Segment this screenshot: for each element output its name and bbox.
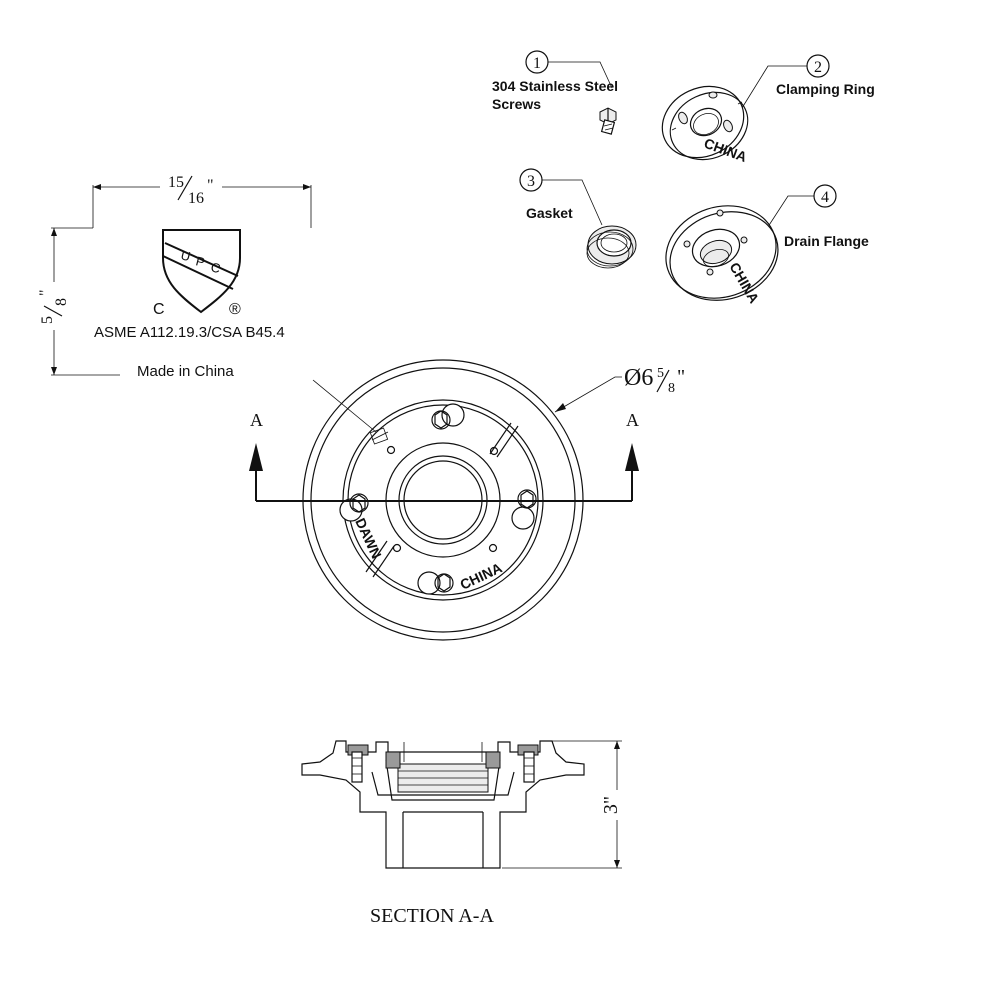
width-dim-unit: " xyxy=(207,177,214,194)
exploded-view: 1 304 Stainless Steel Screws 2 Clamping … xyxy=(492,50,875,306)
engraving-brand: DAWN xyxy=(352,516,385,562)
part-2-label: Clamping Ring xyxy=(776,81,875,97)
callout-3-number: 3 xyxy=(527,173,535,190)
marking-detail: 15 16 " 5 8 " U P C C ® ASME A112.19.3/C… xyxy=(37,170,377,433)
logo-letter-c: C xyxy=(209,259,222,276)
logo-letter-u: U xyxy=(179,247,192,264)
part-3-label: Gasket xyxy=(526,205,573,221)
clamping-ring-icon: CHINA xyxy=(661,85,749,165)
logo-c-mark: C xyxy=(153,301,165,318)
diameter-dim: Ø6 xyxy=(624,365,653,391)
origin-text: Made in China xyxy=(137,363,234,380)
height-dim-unit: " xyxy=(37,289,54,296)
height-dim-numerator: 5 xyxy=(39,316,56,324)
section-label-right: A xyxy=(626,410,639,430)
callout-1-number: 1 xyxy=(533,55,541,72)
callout-3: 3 xyxy=(519,168,603,226)
callout-2: 2 xyxy=(741,54,830,109)
logo-letter-p: P xyxy=(194,253,206,270)
part-1-label-line2: Screws xyxy=(492,96,541,112)
screw-head-top xyxy=(431,403,465,430)
screw-icon xyxy=(599,107,617,135)
diameter-dim-denominator: 8 xyxy=(668,381,675,396)
drain-flange-icon: CHINA xyxy=(665,205,779,306)
top-view: DAWN CHINA A A Ø6 5 8 " xyxy=(249,359,685,641)
logo-registered-mark: ® xyxy=(229,301,241,318)
section-height-dim: 3" xyxy=(600,796,622,814)
section-title: SECTION A-A xyxy=(370,905,494,927)
standard-text: ASME A112.19.3/CSA B45.4 xyxy=(94,324,285,341)
section-view: 3" SECTION A-A xyxy=(301,740,630,927)
gasket-icon xyxy=(586,225,637,269)
diameter-dim-numerator: 5 xyxy=(657,366,664,381)
callout-2-number: 2 xyxy=(814,59,822,76)
screw-head-bottom xyxy=(417,571,454,595)
callout-4-number: 4 xyxy=(821,189,829,206)
part-4-label: Drain Flange xyxy=(784,233,869,249)
callout-1: 1 xyxy=(525,50,613,89)
callout-4: 4 xyxy=(761,184,837,237)
width-dim-denominator: 16 xyxy=(188,190,204,207)
height-dim-denominator: 8 xyxy=(53,298,70,306)
width-dim-numerator: 15 xyxy=(168,174,184,191)
part-1-label-line1: 304 Stainless Steel xyxy=(492,78,618,94)
screw-head-right xyxy=(511,489,537,530)
screw-head-left xyxy=(339,493,369,522)
section-label-left: A xyxy=(250,410,263,430)
diameter-dim-unit: " xyxy=(677,366,685,388)
upc-mark-icon xyxy=(369,427,389,445)
engraving-origin: CHINA xyxy=(458,559,505,592)
upc-shield-logo: U P C xyxy=(162,229,241,314)
